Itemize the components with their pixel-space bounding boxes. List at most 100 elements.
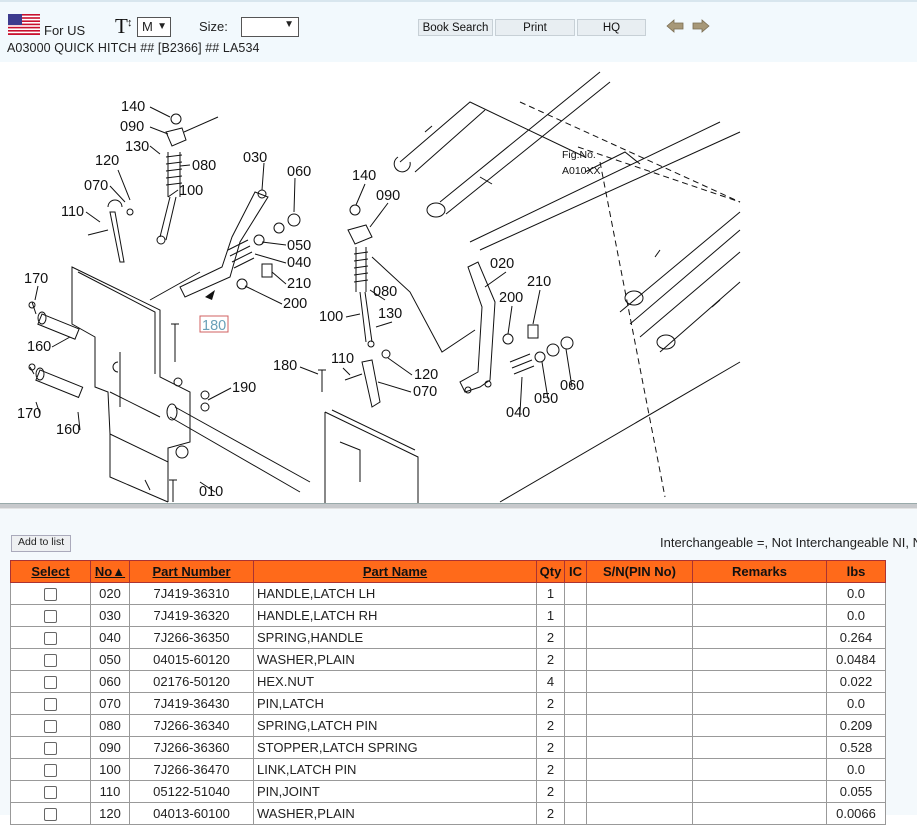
row-select-checkbox[interactable] [44, 610, 57, 624]
cell-qty: 2 [536, 736, 565, 759]
callout-170-lower[interactable]: 170 [17, 406, 41, 422]
callout-040-right[interactable]: 040 [506, 405, 530, 421]
callout-070-right[interactable]: 070 [413, 384, 437, 400]
callout-130-right[interactable]: 130 [378, 306, 402, 322]
cell-part-number: 7J419-36310 [129, 582, 254, 605]
row-select-checkbox[interactable] [44, 676, 57, 690]
row-select-checkbox[interactable] [44, 786, 57, 800]
parts-table: Select No▲ Part Number Part Name Qty IC … [10, 560, 886, 825]
font-size-select[interactable]: M▼ [137, 17, 171, 37]
cell-ic [564, 758, 587, 781]
add-to-list-button[interactable]: Add to list [11, 535, 72, 552]
cell-part-number: 7J266-36470 [129, 758, 254, 781]
row-select-checkbox[interactable] [44, 698, 57, 712]
cell-part-name: LINK,LATCH PIN [253, 758, 537, 781]
row-select-checkbox[interactable] [44, 764, 57, 778]
cell-no: 040 [90, 626, 130, 649]
callout-070[interactable]: 070 [84, 178, 108, 194]
cell-select [10, 736, 91, 759]
exploded-view-drawing: Fig.No. A010XX 140 090 130 120 080 070 1… [17, 71, 741, 503]
callout-030[interactable]: 030 [243, 150, 267, 166]
callout-100-right[interactable]: 100 [319, 309, 343, 325]
cell-sn [586, 758, 693, 781]
pane-divider[interactable] [0, 503, 917, 509]
callout-200-right[interactable]: 200 [499, 290, 523, 306]
cell-ic [564, 626, 587, 649]
cell-part-name: PIN,LATCH [253, 692, 537, 715]
size-label: Size: [199, 19, 228, 34]
col-part-number[interactable]: Part Number [129, 560, 254, 583]
callout-090-right[interactable]: 090 [376, 188, 400, 204]
callout-080[interactable]: 080 [192, 158, 216, 174]
cell-select [10, 758, 91, 781]
callout-140-right[interactable]: 140 [352, 168, 376, 184]
callout-120-right[interactable]: 120 [414, 367, 438, 383]
callout-050[interactable]: 050 [287, 238, 311, 254]
callout-210[interactable]: 210 [287, 276, 311, 292]
cell-no: 080 [90, 714, 130, 737]
col-select[interactable]: Select [10, 560, 91, 583]
callout-190[interactable]: 190 [232, 380, 256, 396]
row-select-checkbox[interactable] [44, 632, 57, 646]
cell-qty: 2 [536, 758, 565, 781]
callout-140[interactable]: 140 [121, 99, 145, 115]
callout-210-right[interactable]: 210 [527, 274, 551, 290]
callout-060[interactable]: 060 [287, 164, 311, 180]
row-select-checkbox[interactable] [44, 654, 57, 668]
cell-part-name: HEX.NUT [253, 670, 537, 693]
cell-part-name: SPRING,LATCH PIN [253, 714, 537, 737]
callout-020[interactable]: 020 [490, 256, 514, 272]
cell-lbs: 0.0 [826, 582, 886, 605]
cell-lbs: 0.0484 [826, 648, 886, 671]
forward-arrow-icon[interactable] [692, 18, 710, 34]
cell-sn [586, 736, 693, 759]
row-select-checkbox[interactable] [44, 588, 57, 602]
cell-select [10, 626, 91, 649]
cell-lbs: 0.0 [826, 604, 886, 627]
cell-sn [586, 648, 693, 671]
book-search-button[interactable]: Book Search [418, 19, 493, 36]
callout-180-right[interactable]: 180 [273, 358, 297, 374]
cell-sn [586, 692, 693, 715]
callout-040[interactable]: 040 [287, 255, 311, 271]
callout-050-right[interactable]: 050 [534, 391, 558, 407]
callout-010[interactable]: 010 [199, 484, 223, 500]
cell-remarks [692, 582, 827, 605]
us-flag-icon[interactable] [8, 14, 40, 35]
callout-090[interactable]: 090 [120, 119, 144, 135]
table-header-row: Select No▲ Part Number Part Name Qty IC … [10, 560, 886, 583]
cell-lbs: 0.528 [826, 736, 886, 759]
row-select-checkbox[interactable] [44, 720, 57, 734]
callout-080-right[interactable]: 080 [373, 284, 397, 300]
cell-part-name: HANDLE,LATCH LH [253, 582, 537, 605]
cell-ic [564, 736, 587, 759]
col-part-name[interactable]: Part Name [253, 560, 537, 583]
callout-170[interactable]: 170 [24, 271, 48, 287]
callout-160-lower[interactable]: 160 [56, 422, 80, 438]
callout-160[interactable]: 160 [27, 339, 51, 355]
callout-120[interactable]: 120 [95, 153, 119, 169]
callout-100[interactable]: 100 [179, 183, 203, 199]
print-button[interactable]: Print [495, 19, 575, 36]
callout-180-highlighted[interactable]: 180 [202, 318, 226, 334]
col-no[interactable]: No▲ [90, 560, 130, 583]
size-select[interactable]: ▼ [241, 17, 299, 37]
cell-qty: 2 [536, 626, 565, 649]
cell-select [10, 692, 91, 715]
cell-part-number: 04013-60100 [129, 802, 254, 825]
cell-select [10, 780, 91, 803]
row-select-checkbox[interactable] [44, 742, 57, 756]
callout-110-right[interactable]: 110 [331, 351, 354, 367]
hq-button[interactable]: HQ [577, 19, 646, 36]
callout-200[interactable]: 200 [283, 296, 307, 312]
parts-list-pane: Add to list Interchangeable =, Not Inter… [0, 509, 917, 825]
back-arrow-icon[interactable] [666, 18, 684, 34]
callout-130[interactable]: 130 [125, 139, 149, 155]
callout-110[interactable]: 110 [61, 204, 84, 220]
